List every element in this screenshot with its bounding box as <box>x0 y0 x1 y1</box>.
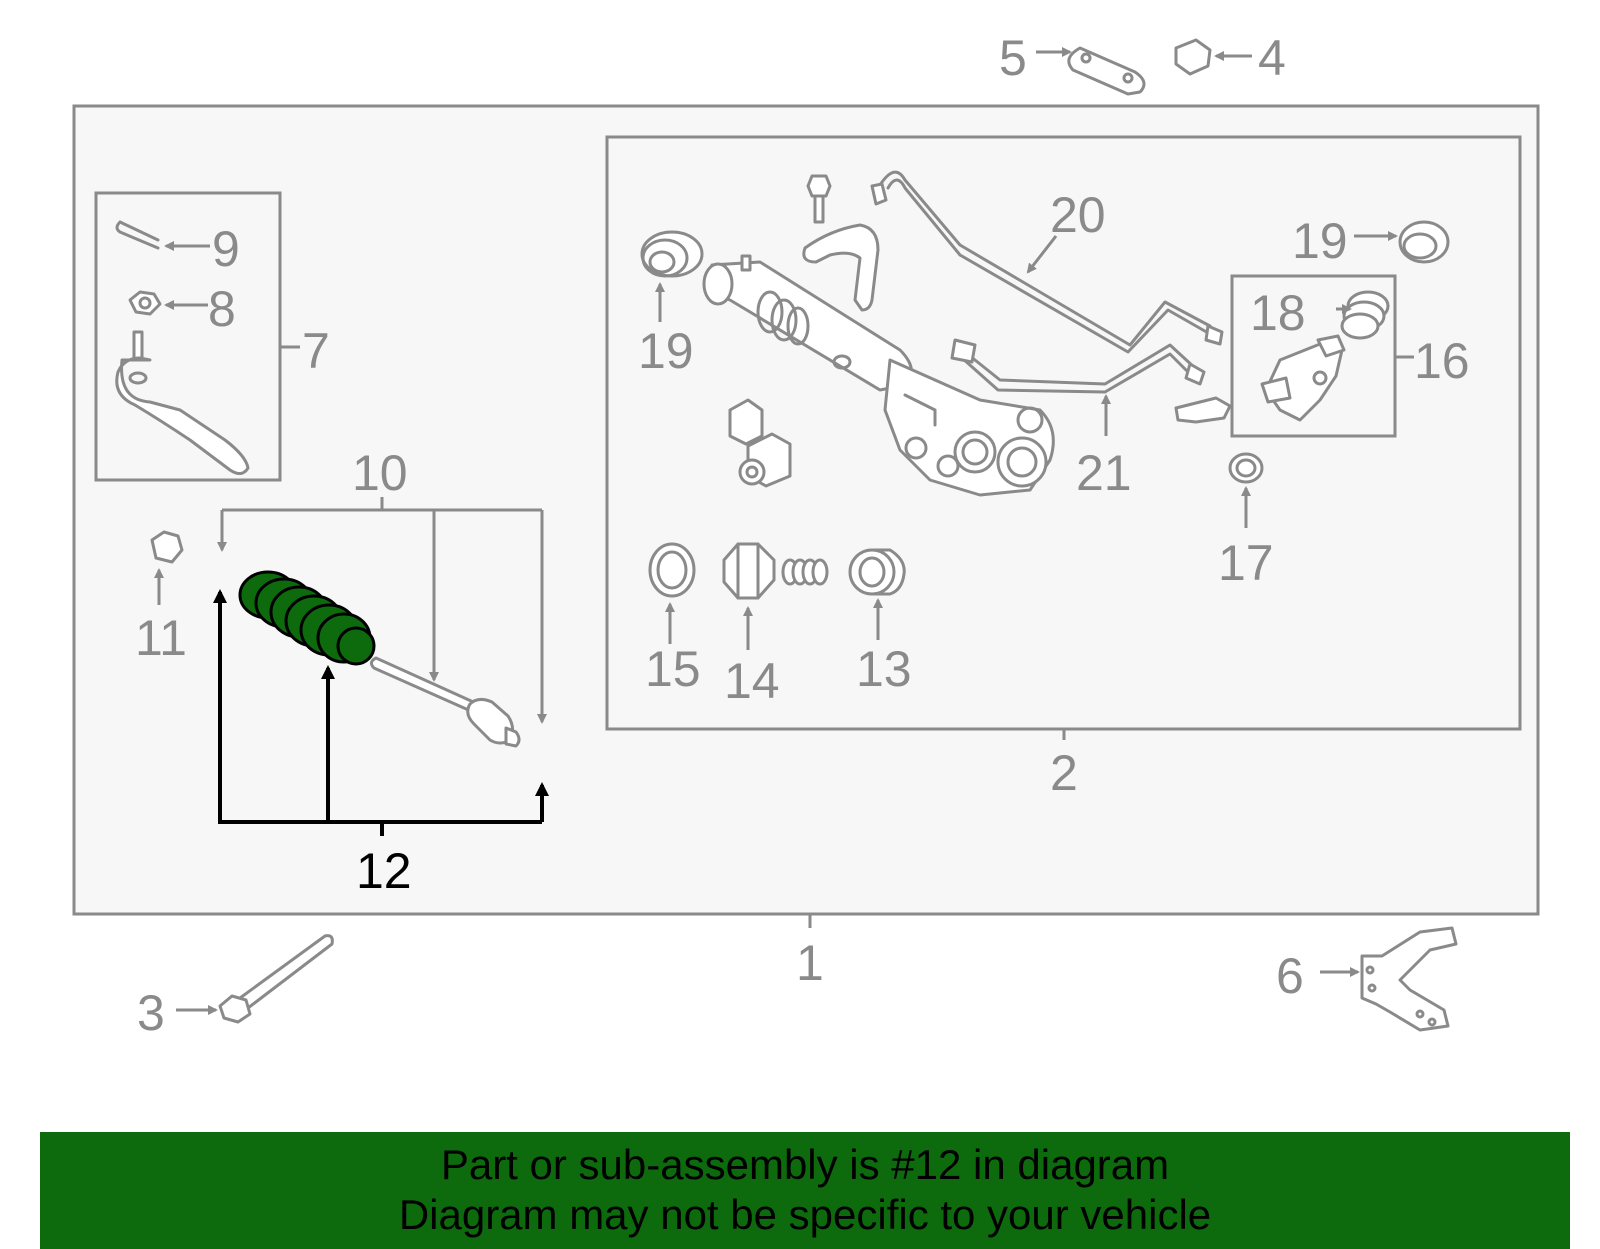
part-17-o-ring <box>1228 452 1264 484</box>
tie-rod-end-frame <box>94 191 282 482</box>
label-4: 4 <box>1258 30 1286 86</box>
label-13: 13 <box>856 641 912 697</box>
label-8: 8 <box>208 281 236 337</box>
part-19-seal-right <box>1398 220 1450 264</box>
part-gear-housing <box>702 254 1055 497</box>
label-5: 5 <box>999 30 1027 86</box>
label-18: 18 <box>1250 285 1306 341</box>
bracket-10 <box>217 497 547 724</box>
label-6: 6 <box>1276 948 1304 1004</box>
part-20-pressure-pipe <box>870 170 1224 354</box>
part-5-plate <box>1067 46 1146 96</box>
part-insulator <box>728 398 792 488</box>
label-19-left: 19 <box>638 323 694 379</box>
label-1: 1 <box>796 935 824 991</box>
part-12-boot[interactable] <box>238 570 376 666</box>
part-8-nut <box>128 290 162 316</box>
part-21-return-pipe <box>950 338 1206 394</box>
banner-line-2: Diagram may not be specific to your vehi… <box>398 1191 1212 1238</box>
part-15-seal <box>648 542 696 598</box>
label-20: 20 <box>1050 187 1106 243</box>
label-7: 7 <box>302 323 330 379</box>
label-11: 11 <box>135 610 187 666</box>
part-inner-tie-rod <box>369 656 521 748</box>
part-4-nut <box>1174 38 1212 76</box>
part-13-bushing <box>848 548 906 596</box>
part-mount-bracket <box>802 223 880 312</box>
part-14-spring <box>781 558 829 586</box>
label-14: 14 <box>724 653 780 709</box>
part-14-seal <box>722 542 776 600</box>
part-6-bracket <box>1360 926 1458 1032</box>
label-10: 10 <box>352 445 408 501</box>
part-pipe-clip <box>1174 396 1232 424</box>
info-banner: Part or sub-assembly is #12 in diagram D… <box>40 1132 1570 1249</box>
label-12: 12 <box>356 843 412 899</box>
part-11-nut <box>150 530 184 564</box>
part-7-tie-rod-end <box>115 330 250 475</box>
label-16: 16 <box>1414 333 1470 389</box>
part-9-cotter-pin <box>115 220 160 250</box>
banner-line-1: Part or sub-assembly is #12 in diagram <box>440 1141 1170 1188</box>
label-21: 21 <box>1076 445 1132 501</box>
part-3-bolt <box>218 934 334 1024</box>
label-9: 9 <box>212 221 240 277</box>
part-mount-bolt <box>806 174 832 224</box>
part-19-seal-left <box>640 230 704 278</box>
label-17: 17 <box>1218 535 1274 591</box>
label-19-right: 19 <box>1292 213 1348 269</box>
label-3: 3 <box>137 985 165 1041</box>
bracket-12 <box>213 589 549 836</box>
label-15: 15 <box>645 641 701 697</box>
arrow-20 <box>1026 235 1058 274</box>
part-16-valve <box>1260 334 1346 422</box>
label-2: 2 <box>1050 745 1078 801</box>
